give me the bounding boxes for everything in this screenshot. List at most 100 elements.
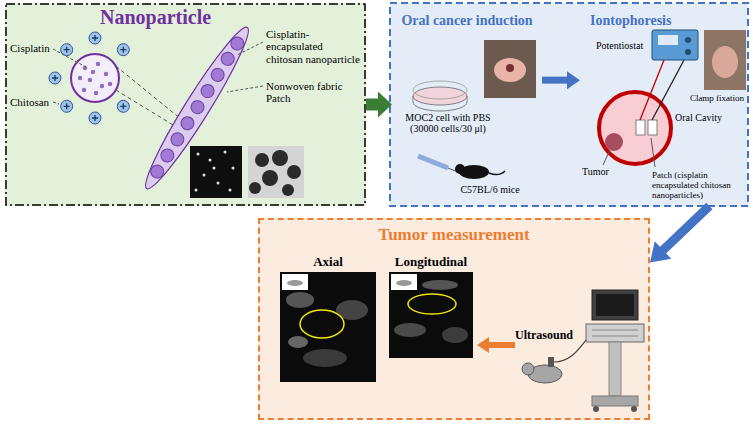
micrograph	[195, 151, 235, 192]
oral-cavity	[599, 92, 671, 164]
micrograph	[255, 153, 269, 167]
oral-cavity	[605, 133, 623, 151]
panel-ground	[5, 3, 366, 206]
mouse-photo	[484, 40, 536, 98]
micrograph	[249, 150, 301, 196]
potentiostat-device	[652, 30, 698, 60]
part-label: Cisplatin	[10, 42, 70, 54]
micrograph	[217, 182, 220, 185]
nanoparticle-figure	[91, 70, 95, 74]
patch-figure	[158, 147, 176, 165]
ultrasound-machine	[596, 294, 634, 316]
oral-cavity	[636, 120, 645, 135]
panel-box: Nanoparticle	[5, 3, 366, 206]
ultrasound-image	[280, 272, 376, 382]
mouse-photo	[484, 40, 536, 98]
part-label: MOC2 cell with PBS (30000 cells/30 μl)	[396, 112, 500, 134]
potentiostat-device	[658, 35, 678, 45]
flow-arrow	[366, 92, 392, 118]
image-box: Longitudinal	[385, 250, 477, 362]
micrograph	[190, 146, 304, 198]
ultrasound-machine	[609, 342, 621, 396]
leader-line	[53, 102, 59, 104]
arrow-shaft	[661, 206, 709, 252]
nanoparticle-figure	[71, 54, 119, 102]
ultrasound-machine	[586, 290, 644, 412]
clamp-photo	[704, 30, 746, 90]
patch-figure	[148, 163, 166, 181]
arrow-head	[477, 337, 489, 353]
flow-arrow	[542, 71, 580, 89]
panel-outline	[5, 3, 366, 206]
patch-figure	[168, 130, 186, 148]
clamp-photo	[704, 30, 746, 90]
oral-cavity	[648, 120, 657, 135]
panel-ground	[390, 3, 748, 206]
heading-text: Longitudinal	[395, 255, 467, 270]
flow-arrow	[477, 337, 515, 353]
heading-text: Oral cancer induction	[401, 13, 532, 29]
petri-dish	[413, 81, 467, 111]
ultrasound-machine	[592, 290, 638, 320]
panel-ground	[258, 218, 650, 420]
device-box: Ultrasound	[515, 324, 647, 414]
patch-figure	[209, 66, 227, 84]
part-label: C57BL/6 mice	[456, 184, 524, 195]
ultrasound-machine	[586, 324, 644, 342]
leader-line	[227, 86, 263, 92]
part-label: Clamp fixation	[686, 93, 748, 103]
ultrasound-machine	[592, 330, 638, 336]
ultrasound-machine	[593, 406, 599, 412]
nanoparticle-figure	[78, 62, 112, 95]
arrow-shaft	[366, 99, 380, 111]
mouse-sketch	[522, 340, 586, 383]
ultrasound-machine	[592, 396, 638, 406]
petri-dish	[413, 96, 467, 111]
micrograph	[232, 167, 235, 170]
micrograph	[249, 182, 261, 194]
part-label: Tumor	[582, 166, 616, 177]
zoom-line	[116, 66, 183, 131]
part-label: Potentiostat	[596, 40, 652, 51]
micrograph	[195, 189, 198, 192]
leader-line	[53, 49, 86, 67]
part-label: Nonwoven fabric Patch	[266, 80, 362, 105]
arrow-head	[378, 92, 392, 118]
patch-figure	[219, 50, 237, 68]
flow-arrow	[650, 206, 709, 262]
arrow-shaft	[487, 342, 515, 348]
ultrasound-image	[280, 272, 473, 382]
micrograph	[197, 153, 200, 156]
plus-sign	[52, 35, 126, 121]
patch-figure	[179, 114, 197, 132]
syringe-mouse	[489, 171, 505, 175]
micrograph	[229, 189, 232, 192]
petri-dish	[413, 81, 467, 99]
electrode-wire	[652, 60, 684, 120]
leader-line	[53, 42, 263, 104]
ultrasound-image	[396, 280, 412, 286]
ultrasound-image	[389, 272, 473, 358]
image-box: Axial	[276, 250, 380, 390]
micrograph	[272, 150, 288, 166]
ultrasound-image	[422, 280, 458, 290]
leader-line	[651, 138, 655, 167]
micrograph	[262, 170, 278, 186]
micrograph	[190, 146, 242, 198]
micrograph	[224, 151, 227, 154]
patch-figure	[228, 35, 246, 53]
potentiostat-device	[652, 30, 698, 60]
ultrasound-machine	[631, 406, 637, 412]
clamp-photo	[712, 46, 738, 78]
ultrasound-image	[286, 292, 314, 308]
ultrasound-image	[394, 323, 426, 337]
ultrasound-image	[303, 349, 347, 367]
mouse-sketch	[522, 363, 534, 375]
nanoparticle-figure	[94, 91, 98, 95]
nanoparticle-figure	[96, 62, 100, 66]
section-box: Oral cancer induction	[392, 3, 542, 206]
ultrasound-image	[391, 274, 417, 290]
oral-cavity	[599, 92, 671, 164]
